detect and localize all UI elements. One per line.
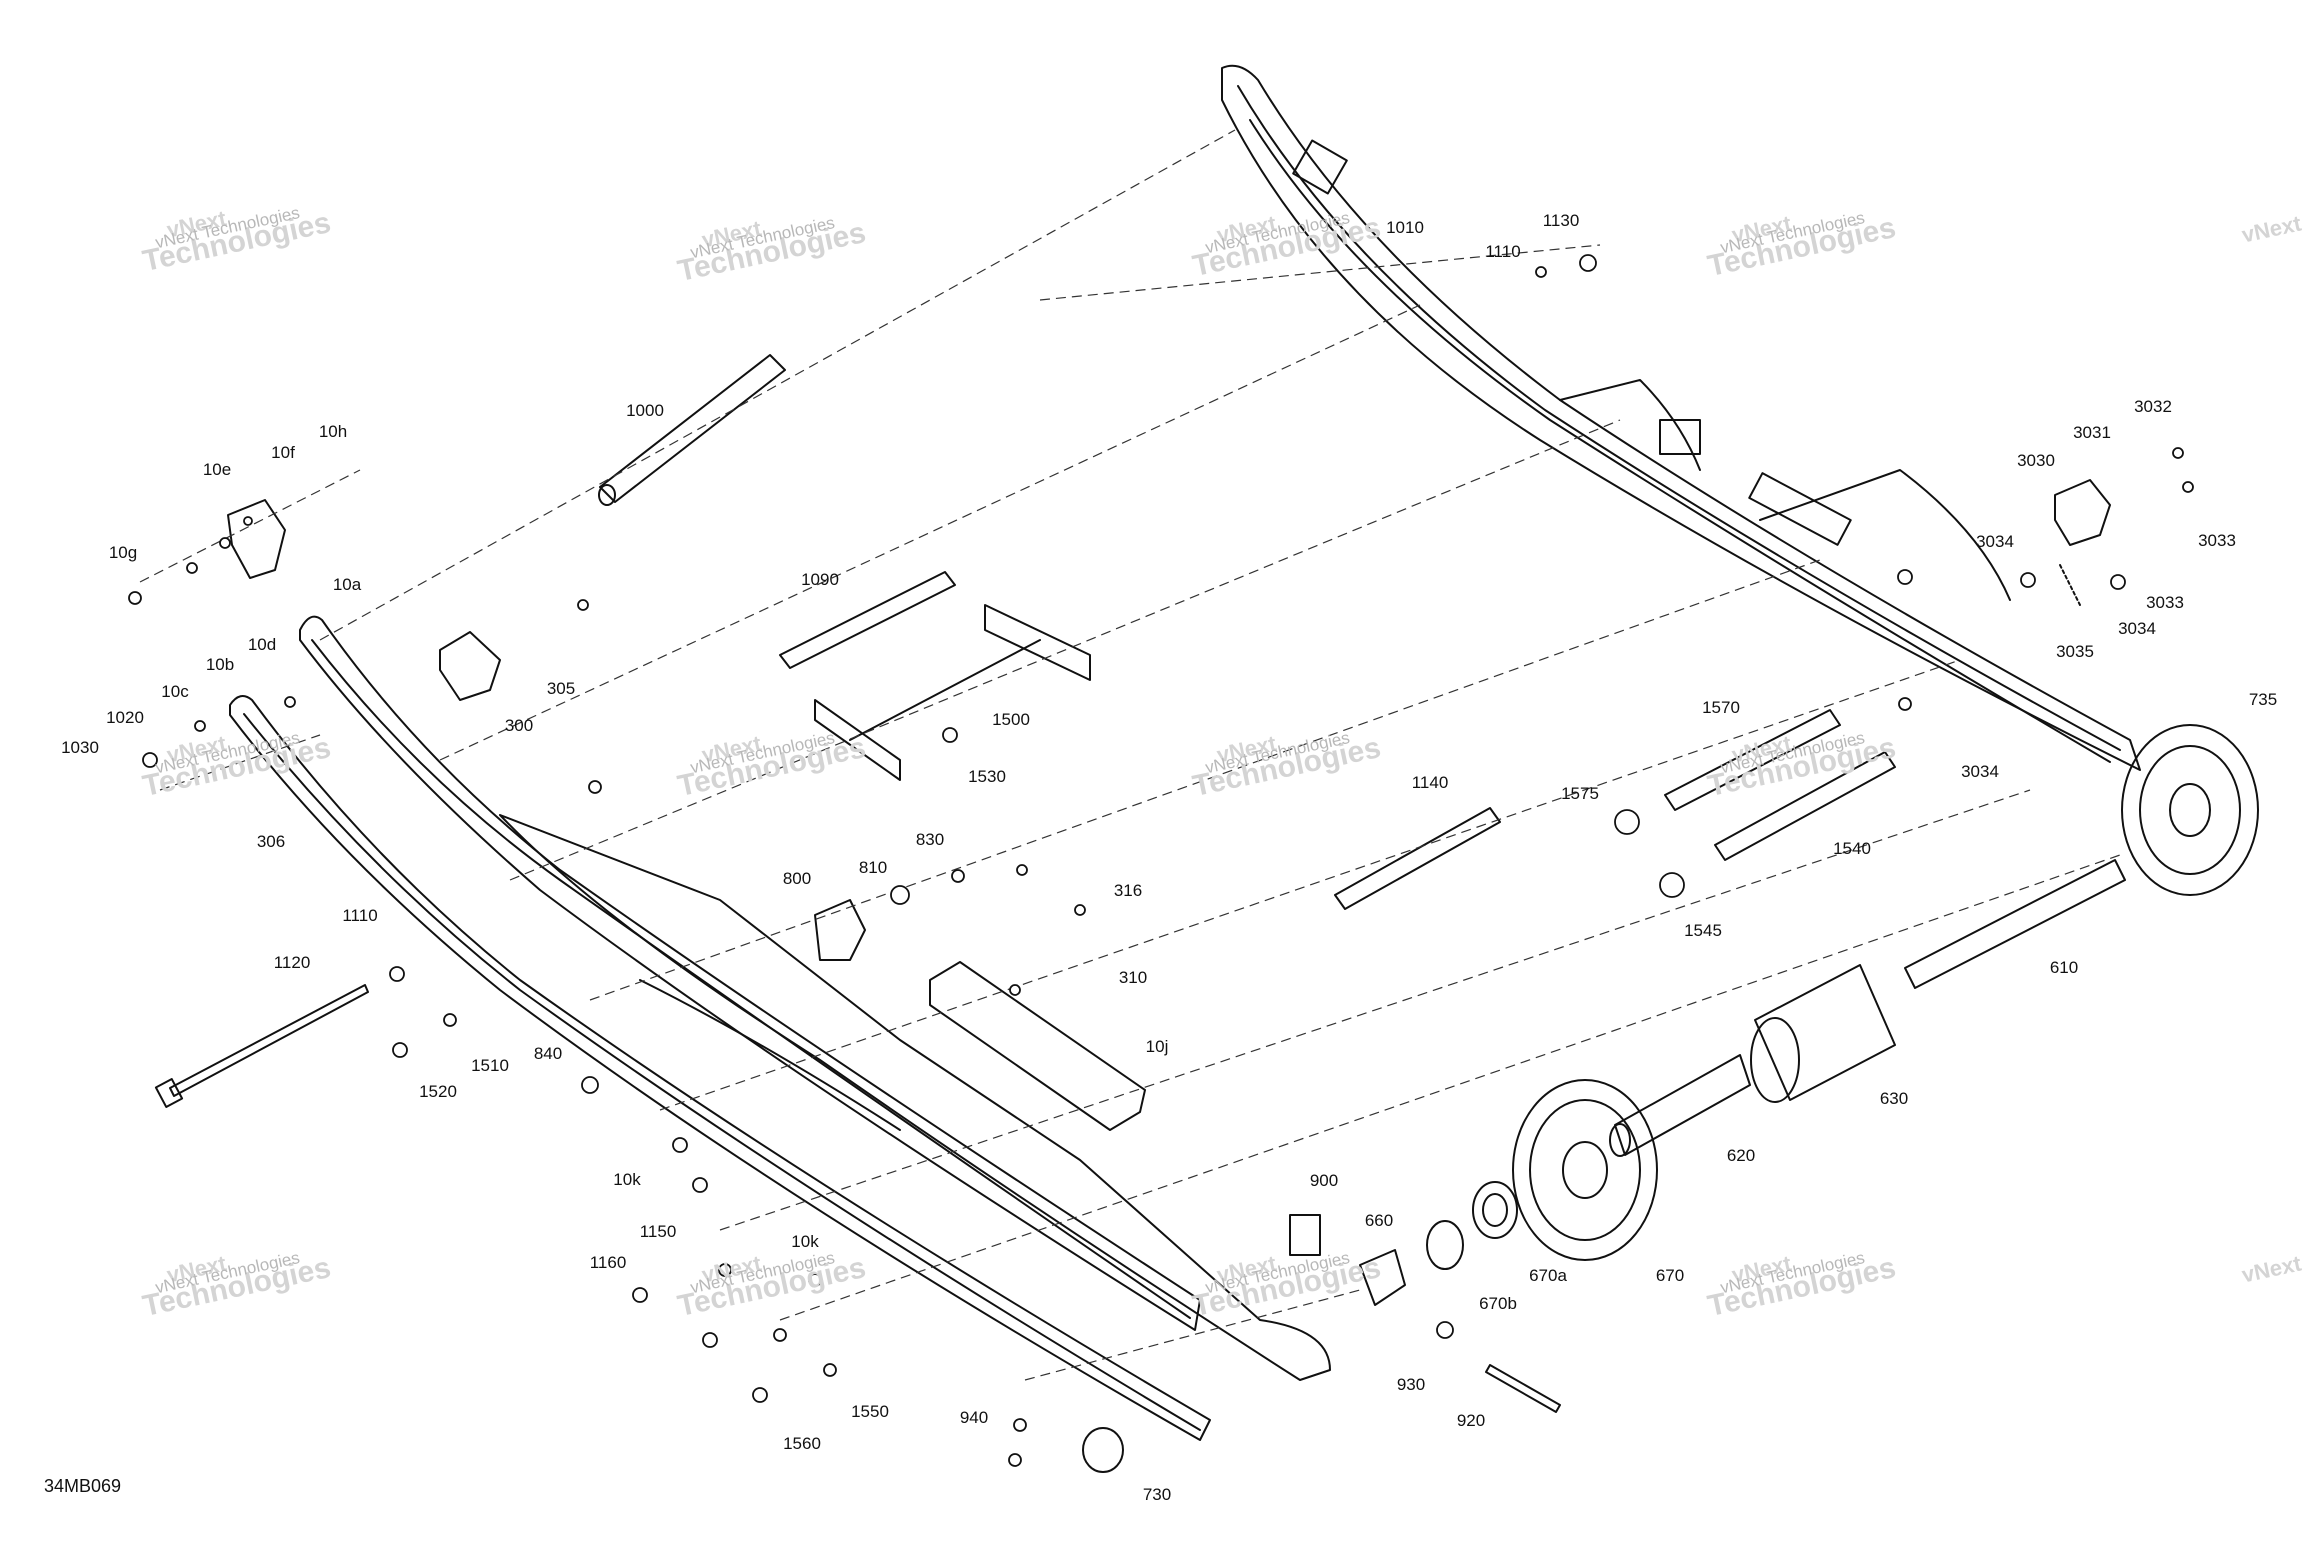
circlip-670b <box>1426 1220 1464 1270</box>
callout-label: 920 <box>1456 1411 1486 1430</box>
callout-label: 3035 <box>2056 642 2094 661</box>
callout-label: 10j <box>1145 1037 1169 1056</box>
pad-300 <box>439 631 501 701</box>
callout-label: 660 <box>1364 1211 1394 1230</box>
axle-610 <box>1904 859 2126 989</box>
right-rail-assembly <box>1221 64 2141 771</box>
callout-label: 610 <box>2049 958 2079 977</box>
callout-label: 10a <box>332 575 362 594</box>
shaft-1140 <box>1334 807 1501 910</box>
shaft-1540 <box>1714 751 1896 861</box>
callout-label: 1160 <box>589 1253 627 1272</box>
callout-label: 3032 <box>2134 397 2172 416</box>
callout-label: 10h <box>318 422 348 441</box>
callout-label: 1545 <box>1684 921 1722 940</box>
bearing-670a <box>1472 1181 1518 1239</box>
left-rail-assembly <box>229 615 1331 1441</box>
callout-label: 10f <box>271 443 295 462</box>
spacer-630 <box>1754 964 1896 1101</box>
callout-label: 1570 <box>1702 698 1740 717</box>
callout-label: 1020 <box>106 708 144 727</box>
callout-label: 1550 <box>851 1402 889 1421</box>
cap-10e <box>227 499 286 579</box>
callout-label: 1000 <box>626 401 664 420</box>
callout-label: 10e <box>202 460 232 479</box>
callout-label: 930 <box>1396 1375 1426 1394</box>
callout-label: 735 <box>2248 690 2278 709</box>
callout-label: 1090 <box>801 570 839 589</box>
callout-label: 670a <box>1529 1266 1567 1285</box>
spring-3035 <box>2059 564 2081 606</box>
callout-label: 1520 <box>419 1082 457 1101</box>
callout-label: 940 <box>959 1408 989 1427</box>
callout-label: 1530 <box>968 767 1006 786</box>
plate-3030 <box>2054 479 2111 546</box>
callout-label: 1120 <box>273 953 311 972</box>
knob-730 <box>1082 1427 1124 1473</box>
shaft-1570 <box>1664 709 1841 811</box>
callout-label: 830 <box>915 830 945 849</box>
callout-label: 1540 <box>1833 839 1871 858</box>
callout-label: 730 <box>1142 1485 1172 1504</box>
callout-label: 1110 <box>342 906 378 925</box>
callout-label: 306 <box>256 832 286 851</box>
callout-label: 305 <box>546 679 576 698</box>
callout-label: 3033 <box>2198 531 2236 550</box>
shaft-1090 <box>779 571 956 669</box>
block-800 <box>814 899 866 961</box>
block-900 <box>1289 1214 1321 1256</box>
callout-label: 10k <box>613 1170 641 1189</box>
slider-plate <box>929 961 1146 1131</box>
callout-label: 670 <box>1655 1266 1685 1285</box>
callout-label: 3034 <box>1961 762 1999 781</box>
shaft-1000 <box>599 354 786 503</box>
fasteners <box>128 254 2194 1467</box>
bolt-1120 <box>169 984 369 1097</box>
callout-label: 10k <box>791 1232 819 1251</box>
bracket-1500 <box>814 604 1091 781</box>
callout-label: 1510 <box>471 1056 509 1075</box>
wheel-735 <box>2121 724 2259 896</box>
callout-label: 1500 <box>992 710 1030 729</box>
callout-label: 3034 <box>2118 619 2156 638</box>
callout-label: 3031 <box>2073 423 2111 442</box>
callout-label: 1140 <box>1411 773 1449 792</box>
callout-label: 900 <box>1309 1171 1339 1190</box>
callout-label: 810 <box>858 858 888 877</box>
callout-label: 10g <box>108 543 138 562</box>
callout-label: 3033 <box>2146 593 2184 612</box>
callout-label: 3034 <box>1976 532 2014 551</box>
callout-label: 1575 <box>1561 784 1599 803</box>
callout-label: 800 <box>782 869 812 888</box>
callout-label: 840 <box>533 1044 563 1063</box>
callout-label: 1110 <box>1485 242 1521 261</box>
callout-label: 1130 <box>1542 211 1580 230</box>
callout-label: 10b <box>205 655 235 674</box>
callout-label: 316 <box>1113 881 1143 900</box>
callout-label: 310 <box>1118 968 1148 987</box>
callout-label: 1150 <box>639 1222 677 1241</box>
callout-label: 3030 <box>2017 451 2055 470</box>
callout-label: 1030 <box>61 738 99 757</box>
callout-label: 10d <box>247 635 277 654</box>
diagram-id: 34MB069 <box>44 1476 122 1496</box>
wheel-670 <box>1512 1079 1658 1261</box>
alignment-lines <box>139 129 2121 1381</box>
callout-label: 300 <box>504 716 534 735</box>
callout-label: 10c <box>161 682 189 701</box>
callout-label: 1560 <box>783 1434 821 1453</box>
callout-label: 630 <box>1879 1089 1909 1108</box>
callout-label: 620 <box>1726 1146 1756 1165</box>
block-660 <box>1359 1249 1406 1306</box>
callout-label: 670b <box>1479 1294 1517 1313</box>
callout-label: 1010 <box>1386 218 1424 237</box>
bolt-920 <box>1485 1364 1561 1413</box>
tube-620 <box>1614 1054 1751 1156</box>
